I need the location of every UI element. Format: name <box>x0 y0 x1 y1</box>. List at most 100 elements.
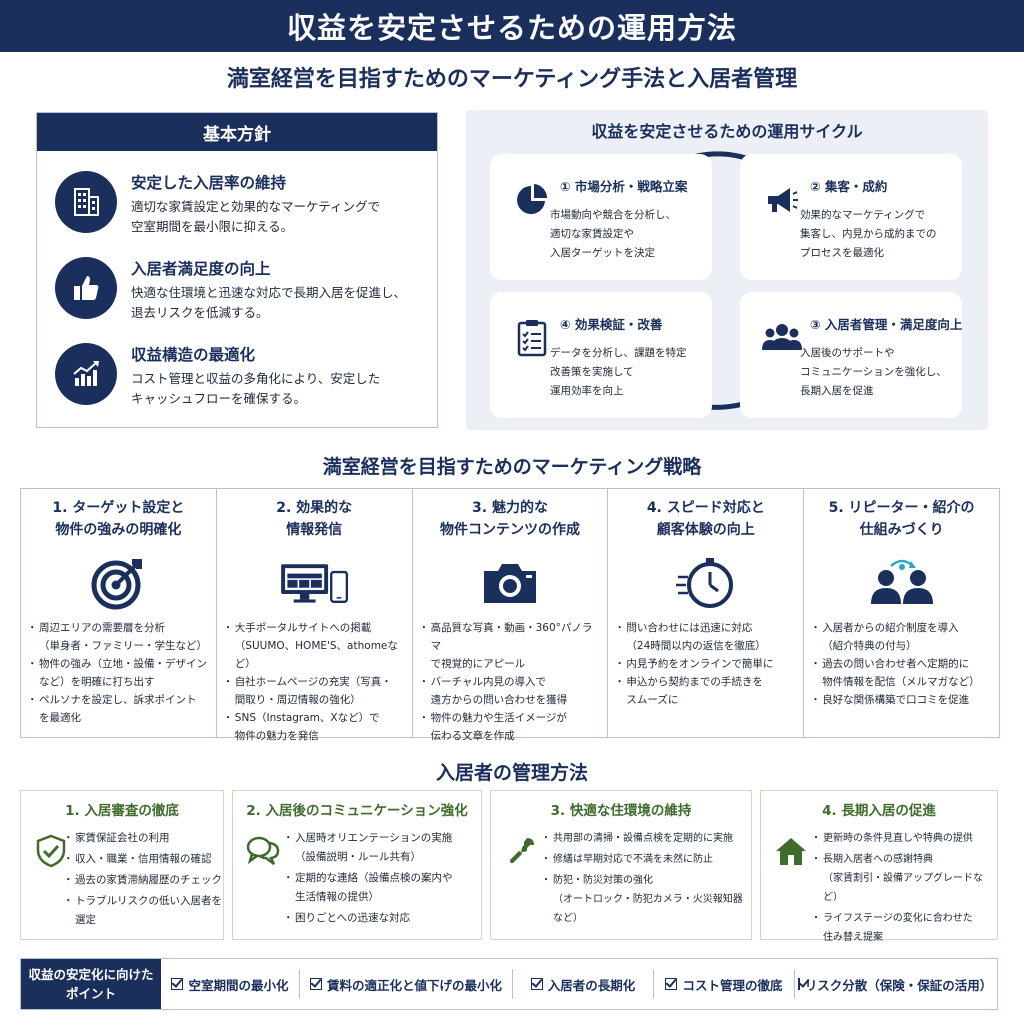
checkbox-icon <box>309 978 322 990</box>
marketing-bullets: 高品質な写真・動画・360°パノラマ で視覚的にアピール バーチャル内見の導入で… <box>419 619 603 745</box>
marketing-column-title: 3. 魅力的な 物件コンテンツの作成 <box>439 500 580 538</box>
list-item: 入居者からの紹介制度を導入 （紹介特典の付与） <box>810 619 994 655</box>
management-card: 3. 快適な住環境の維持 共用部の清掃・設備点検を定期的に実施 修繕は早期対応で… <box>490 790 752 940</box>
key-point: 賃料の適正化と値下げの最小化 <box>300 959 512 1009</box>
cycle-step-title: ② 集客・成約 <box>810 179 888 194</box>
marketing-bullets: 入居者からの紹介制度を導入 （紹介特典の付与） 過去の問い合わせ者へ定期的に 物… <box>810 619 994 709</box>
building-icon <box>55 171 117 233</box>
marketing-column-title: 4. スピード対応と 顧客体験の向上 <box>646 500 765 538</box>
list-item: 良好な関係構築で口コミを促進 <box>810 691 994 709</box>
management-bullets: 入居時オリエンテーションの実施 （設備説明・ルール共有） 定期的な連絡（設備点検… <box>283 829 453 930</box>
list-item: 長期入居者への感謝特典 （家賃割引・設備アップグレードなど） <box>811 850 997 907</box>
list-item: 修繕は早期対応で不満を未然に防止 <box>541 850 751 869</box>
checkbox-icon <box>171 978 184 990</box>
cycle-step-1: ① 市場分析・戦略立案 市場動向や競合を分析し、 適切な家賃設定や 入居ターゲッ… <box>490 154 712 280</box>
key-point-label: 入居者の長期化 <box>547 977 636 993</box>
users-icon <box>762 318 802 358</box>
policy-item-text: 適切な家賃設定と効果的なマーケティングで 空室期間を最小限に抑える。 <box>131 199 381 234</box>
key-point: リスク分散（保険・保証の活用） <box>795 959 995 1009</box>
policy-item: 収益構造の最適化 コスト管理と収益の多角化により、安定した キャッシュフローを確… <box>55 343 425 413</box>
cycle-step-2: ② 集客・成約 効果的なマーケティングで 集客し、内見から成約までの プロセスを… <box>740 154 962 280</box>
list-item: 大手ポータルサイトへの掲載 （SUUMO、HOME'S、athomeなど） <box>223 619 407 673</box>
marketing-column-title: 2. 効果的な 情報発信 <box>276 500 353 538</box>
management-card: 4. 長期入居の促進 更新時の条件見直しや特典の提供 長期入居者への感謝特典 （… <box>760 790 998 943</box>
marketing-column: 1. ターゲット設定と 物件の強みの明確化 周辺エリアの需要層を分析 （単身者・… <box>21 489 217 737</box>
list-item: 更新時の条件見直しや特典の提供 <box>811 829 997 848</box>
policy-item-title: 収益構造の最適化 <box>131 346 256 364</box>
key-points-bar: 収益の安定化に向けた ポイント 空室期間の最小化 賃料の適正化と値下げの最小化 … <box>20 958 998 1010</box>
policy-item: 入居者満足度の向上 快適な住環境と迅速な対応で長期入居を促進し、 退去リスクを低… <box>55 257 425 327</box>
policy-item-text: 快適な住環境と迅速な対応で長期入居を促進し、 退去リスクを低減する。 <box>131 285 407 320</box>
list-item: 内見予約をオンラインで簡単に <box>614 655 798 673</box>
management-card: 1. 入居審査の徹底 家賃保証会社の利用 収入・職業・信用情報の確認 過去の家賃… <box>20 790 224 940</box>
management-heading: 入居者の管理方法 <box>435 762 588 784</box>
key-points-label: 収益の安定化に向けた ポイント <box>21 959 161 1009</box>
stopwatch-icon <box>670 553 742 613</box>
house-icon <box>771 831 811 871</box>
checkbox-icon <box>665 978 678 990</box>
marketing-column: 4. スピード対応と 顧客体験の向上 問い合わせには迅速に対応 （24時間以内の… <box>608 489 805 737</box>
management-card: 2. 入居後のコミュニケーション強化 入居時オリエンテーションの実施 （設備説明… <box>232 790 482 940</box>
wrench-icon <box>501 831 541 871</box>
cycle-step-3: ③ 入居者管理・満足度向上 入居後のサポートや コミュニケーションを強化し、 長… <box>740 292 962 418</box>
marketing-column-title: 1. ターゲット設定と 物件の強みの明確化 <box>52 500 185 538</box>
list-item: 物件の強み（立地・設備・デザイン など）を明確に打ち出す <box>27 655 211 691</box>
list-item: 過去の問い合わせ者へ定期的に 物件情報を配信（メルマガなど） <box>810 655 994 691</box>
management-bullets: 家賃保証会社の利用 収入・職業・信用情報の確認 過去の家賃滞納履歴のチェック ト… <box>63 829 222 932</box>
list-item: 問い合わせには迅速に対応 （24時間以内の返信を徹底） <box>614 619 798 655</box>
list-item: 家賃保証会社の利用 <box>63 829 222 848</box>
key-point: コスト管理の徹底 <box>654 959 794 1009</box>
target-icon <box>82 553 154 613</box>
marketing-heading: 満室経営を目指すためのマーケティング戦略 <box>322 456 702 478</box>
list-item: 過去の家賃滞納履歴のチェック <box>63 871 222 890</box>
chat-bubbles-icon <box>243 831 283 871</box>
cycle-step-title: ④ 効果検証・改善 <box>560 317 663 332</box>
monitor-phone-icon <box>278 553 350 613</box>
management-card-title: 2. 入居後のコミュニケーション強化 <box>246 803 468 819</box>
list-item: 困りごとへの迅速な対応 <box>283 909 453 928</box>
marketing-bullets: 周辺エリアの需要層を分析 （単身者・ファミリー・学生など） 物件の強み（立地・設… <box>27 619 211 727</box>
list-item: バーチャル内見の導入で 遠方からの問い合わせを獲得 <box>419 673 603 709</box>
megaphone-icon <box>762 180 802 220</box>
list-item: トラブルリスクの低い入居者を 選定 <box>63 892 222 930</box>
operation-cycle-panel: 収益を安定させるための運用サイクル ① 市場分析・戦略立案 市場動向や競合を分析… <box>466 110 988 430</box>
clipboard-icon <box>512 318 552 358</box>
management-bullets: 共用部の清掃・設備点検を定期的に実施 修繕は早期対応で不満を未然に防止 防犯・防… <box>541 829 751 930</box>
key-point-label: 空室期間の最小化 <box>188 977 289 993</box>
page-title: 収益を安定させるための運用方法 <box>0 0 1024 52</box>
page-subtitle: 満室経営を目指すためのマーケティング手法と入居者管理 <box>226 67 798 92</box>
management-card-title: 1. 入居審査の徹底 <box>65 803 179 819</box>
camera-icon <box>474 553 546 613</box>
divider <box>653 969 654 999</box>
marketing-column: 2. 効果的な 情報発信 大手ポータルサイトへの掲載 （SUUMO、HOME'S… <box>217 489 413 742</box>
cycle-step-4: ④ 効果検証・改善 データを分析し、課題を特定 改善策を実施して 運用効率を向上 <box>490 292 712 418</box>
management-bullets: 更新時の条件見直しや特典の提供 長期入居者への感謝特典 （家賃割引・設備アップグ… <box>811 829 997 949</box>
divider <box>794 969 795 999</box>
marketing-strategy-grid: 1. ターゲット設定と 物件の強みの明確化 周辺エリアの需要層を分析 （単身者・… <box>20 488 1000 742</box>
cycle-step-text: データを分析し、課題を特定 改善策を実施して 運用効率を向上 <box>550 347 687 397</box>
policy-item-title: 入居者満足度の向上 <box>131 260 271 278</box>
marketing-column: 5. リピーター・紹介の 仕組みづくり 入居者からの紹介制度を導入 （紹介特典の… <box>804 489 999 737</box>
checkbox-icon <box>530 978 543 990</box>
divider <box>299 969 300 999</box>
key-point: 入居者の長期化 <box>513 959 653 1009</box>
list-item: SNS（Instagram、Xなど）で 物件の魅力を発信 <box>223 709 407 745</box>
policy-item-title: 安定した入居率の維持 <box>131 174 287 192</box>
marketing-column: 3. 魅力的な 物件コンテンツの作成 高品質な写真・動画・360°パノラマ で視… <box>413 489 609 742</box>
basic-policy-heading: 基本方針 <box>37 113 437 151</box>
list-item: 入居時オリエンテーションの実施 （設備説明・ルール共有） <box>283 829 453 867</box>
cycle-step-text: 入居後のサポートや コミュニケーションを強化し、 長期入居を促進 <box>800 347 947 397</box>
policy-item: 安定した入居率の維持 適切な家賃設定と効果的なマーケティングで 空室期間を最小限… <box>55 171 425 241</box>
list-item: 共用部の清掃・設備点検を定期的に実施 <box>541 829 751 848</box>
policy-item-text: コスト管理と収益の多角化により、安定した キャッシュフローを確保する。 <box>131 371 381 406</box>
marketing-bullets: 問い合わせには迅速に対応 （24時間以内の返信を徹底） 内見予約をオンラインで簡… <box>614 619 798 709</box>
list-item: 防犯・防災対策の強化 （オートロック・防犯カメラ・火災報知器など） <box>541 871 751 928</box>
key-point: 空室期間の最小化 <box>161 959 299 1009</box>
list-item: 高品質な写真・動画・360°パノラマ で視覚的にアピール <box>419 619 603 673</box>
list-item: ペルソナを設定し、訴求ポイント を最適化 <box>27 691 211 727</box>
cycle-heading: 収益を安定させるための運用サイクル <box>591 122 863 141</box>
cycle-step-text: 市場動向や競合を分析し、 適切な家賃設定や 入居ターゲットを決定 <box>550 209 676 259</box>
cycle-step-text: 効果的なマーケティングで 集客し、内見から成約までの プロセスを最適化 <box>800 209 937 259</box>
key-point-label: コスト管理の徹底 <box>682 977 783 993</box>
management-card-title: 3. 快適な住環境の維持 <box>550 803 692 819</box>
